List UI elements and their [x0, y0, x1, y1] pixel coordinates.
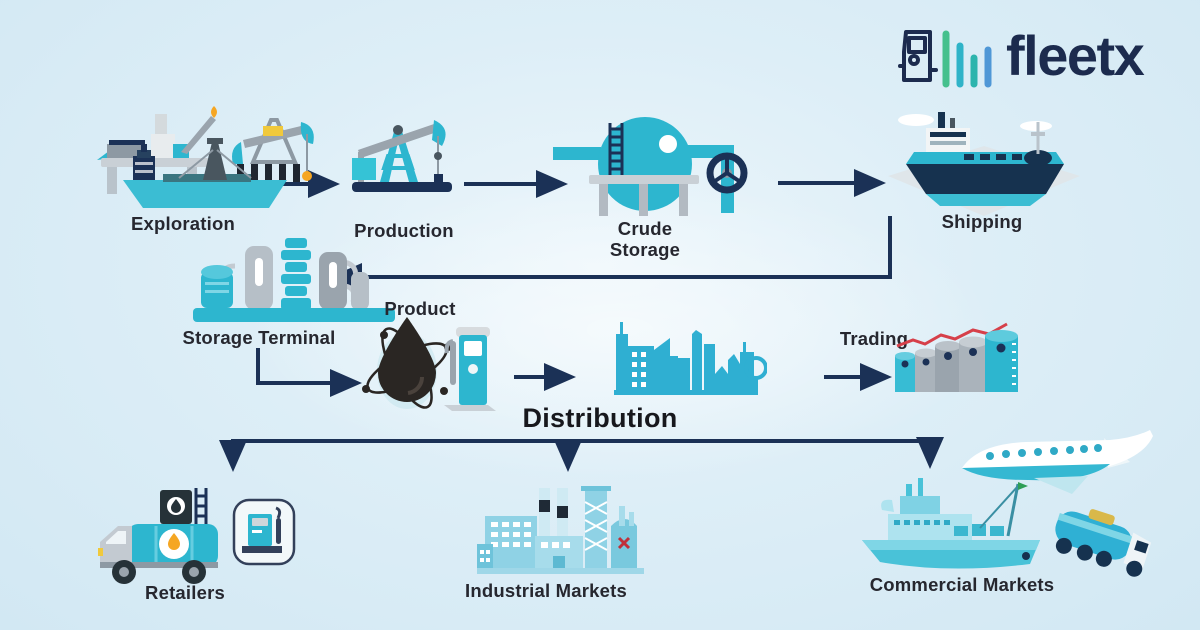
arrow-distribution-to-retailers — [219, 439, 568, 472]
crude-storage-label: Crude Storage — [609, 218, 681, 260]
truck-with-signal-bars-icon — [898, 30, 992, 88]
trading-label: Trading — [839, 328, 909, 349]
refinery-columns-icon — [193, 236, 395, 326]
offshore-rig-and-drillship-icon — [95, 100, 330, 212]
plane-ship-tanker-truck-icon — [858, 428, 1155, 586]
distribution-label: Distribution — [522, 403, 678, 433]
product-label: Product — [384, 298, 456, 319]
commercial-markets-label: Commercial Markets — [869, 574, 1055, 595]
pumpjack-icon — [350, 100, 455, 196]
arrow-storage-terminal-to-product — [256, 348, 362, 397]
city-skyline-icon — [612, 312, 767, 396]
factory-complex-icon — [477, 480, 644, 582]
tank-farm-with-price-line-icon — [893, 318, 1020, 398]
oil-tanker-ship-icon — [878, 106, 1090, 218]
exploration-label: Exploration — [131, 213, 235, 234]
oil-drop-atom-and-fuel-pump-icon — [360, 313, 497, 413]
fuel-truck-and-pump-sign-icon — [98, 484, 315, 594]
shipping-label: Shipping — [941, 211, 1023, 232]
retailers-label: Retailers — [145, 582, 225, 603]
fleetx-logo: fleetx — [896, 22, 1145, 90]
spherical-tank-with-valve-icon — [553, 115, 750, 218]
logo-wordmark: fleetx — [1006, 24, 1145, 87]
production-label: Production — [354, 220, 454, 241]
storage-terminal-label: Storage Terminal — [182, 327, 336, 348]
industrial-markets-label: Industrial Markets — [465, 580, 627, 601]
